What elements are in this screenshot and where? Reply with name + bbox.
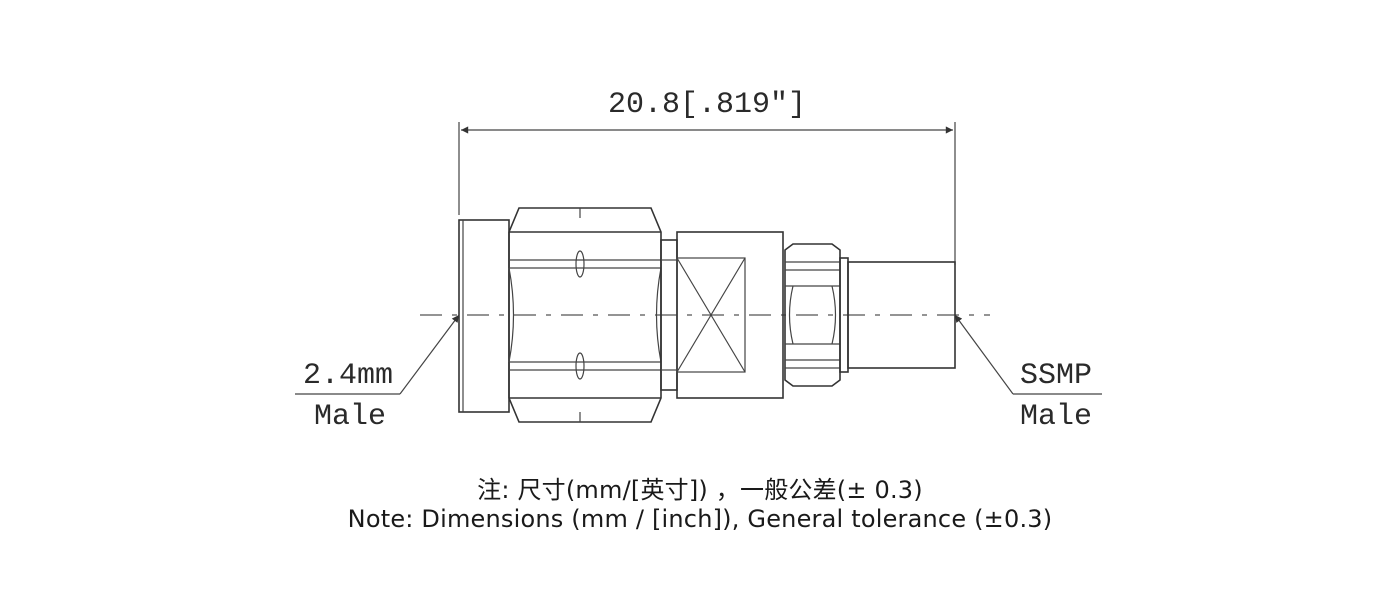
overall-dimension: 20.8[.819″]	[458, 88, 956, 265]
body-wrench-flat	[660, 231, 784, 399]
left-callout: 2.4mm Male	[295, 314, 460, 434]
overall-length-label: 20.8[.819″]	[608, 88, 806, 122]
left-size-label: 2.4mm	[303, 359, 393, 393]
note-chinese: 注: 尺寸(mm/[英寸]) ，一般公差(± 0.3)	[477, 476, 923, 504]
right-callout: SSMP Male	[954, 314, 1102, 434]
left-flange	[458, 219, 510, 413]
left-gender-label: Male	[314, 400, 386, 434]
ssmp-hex	[784, 243, 849, 387]
note-english: Note: Dimensions (mm / [inch]), General …	[347, 505, 1053, 533]
right-size-label: SSMP	[1020, 359, 1092, 393]
coupling-nut	[508, 207, 662, 423]
right-gender-label: Male	[1020, 400, 1092, 434]
